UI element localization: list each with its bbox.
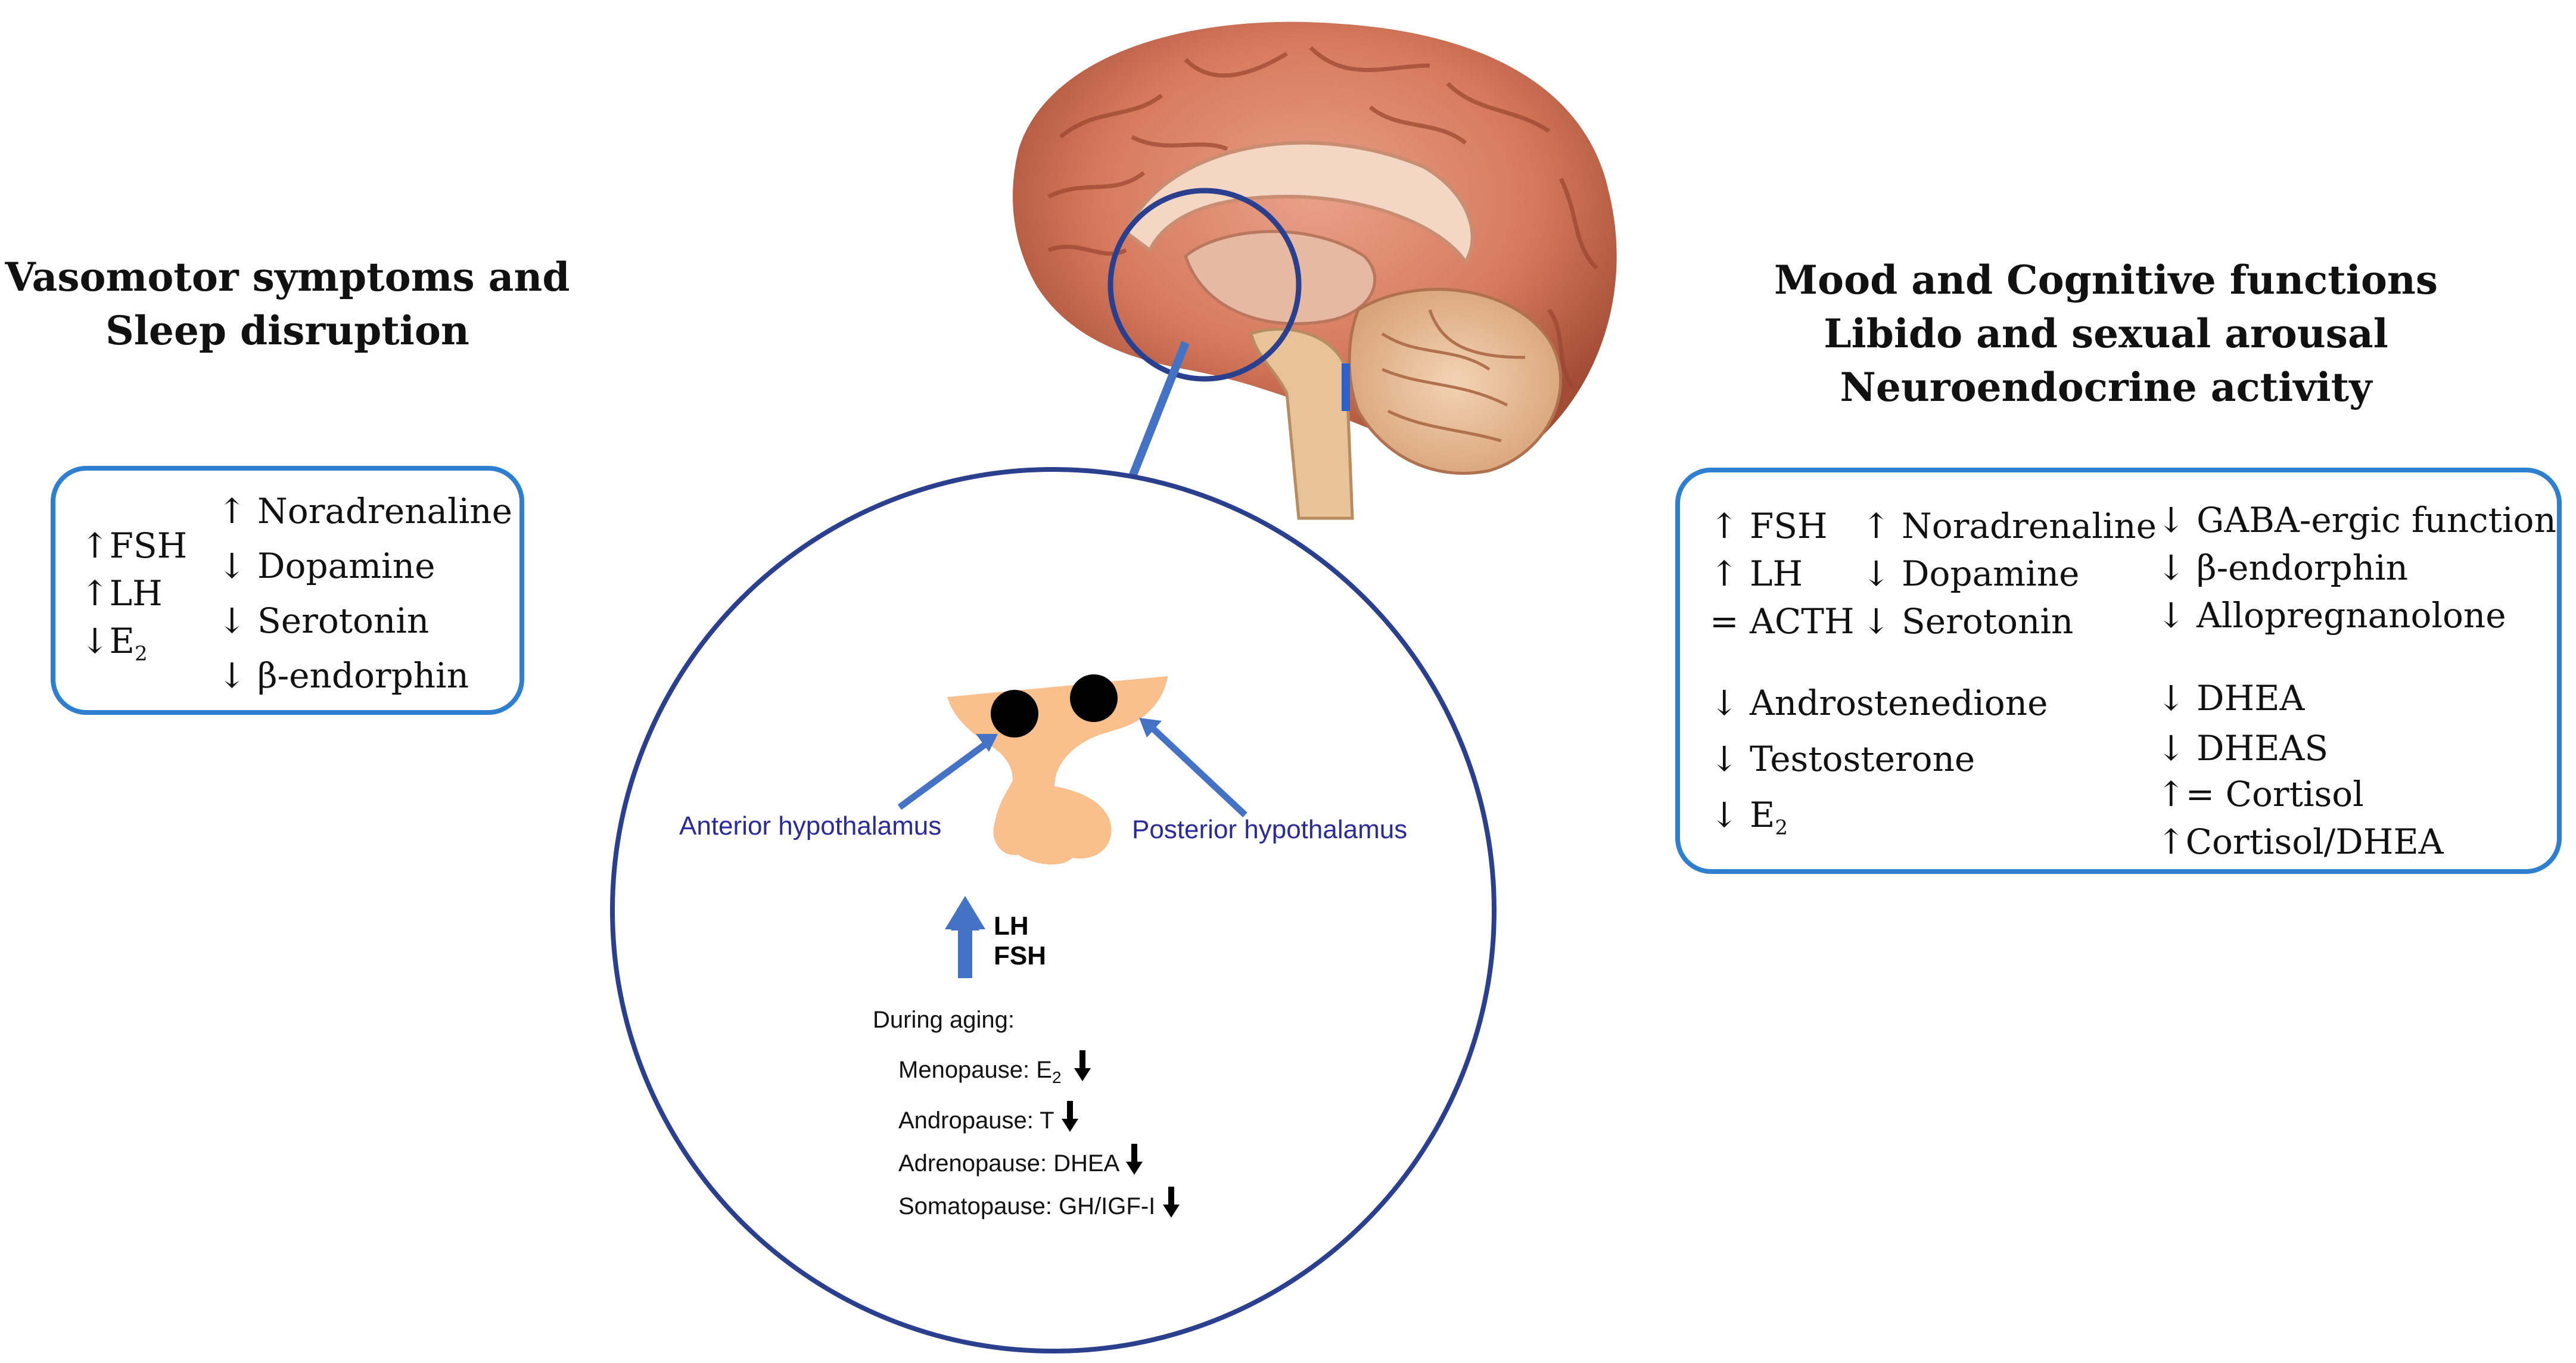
down-arrow-icon xyxy=(1126,1144,1143,1175)
hormone-labels: LH FSH xyxy=(994,911,1046,971)
cerebellum xyxy=(1348,288,1563,475)
right-serotonin: ↓ Serotonin xyxy=(1862,601,2074,642)
left-e2: ↓E2 xyxy=(80,621,148,666)
right-dopamine: ↓ Dopamine xyxy=(1862,553,2080,594)
left-lh: ↑LH xyxy=(80,573,163,614)
fsh-label: FSH xyxy=(994,941,1046,970)
aging-title: During aging: xyxy=(873,1007,1015,1033)
right-noradrenaline: ↑ Noradrenaline xyxy=(1862,506,2157,546)
left-symptom-box xyxy=(51,466,524,715)
left-noradrenaline: ↑ Noradrenaline xyxy=(217,491,512,531)
down-arrow-icon xyxy=(1062,1101,1079,1132)
corpus-callosum xyxy=(1124,141,1474,266)
right-heading-line-3: Neuroendocrine activity xyxy=(1840,364,2372,410)
aging-menopause: Menopause: E2 xyxy=(898,1048,1180,1099)
aging-list: Menopause: E2 Andropause: T Adrenopause:… xyxy=(898,1048,1180,1228)
lh-label: LH xyxy=(994,911,1029,941)
anterior-hypothalamus-label: Anterior hypothalamus xyxy=(679,811,942,841)
brain-illustration xyxy=(1013,21,1617,520)
anterior-pointer-head xyxy=(976,734,998,752)
right-heading-line-1: Mood and Cognitive functions xyxy=(1774,257,2438,303)
anterior-nucleus-dot xyxy=(991,690,1038,737)
left-heading-line-2: Sleep disruption xyxy=(105,307,469,354)
right-heading: Mood and Cognitive functions Libido and … xyxy=(1704,253,2508,414)
posterior-nucleus-dot xyxy=(1070,674,1118,722)
left-fsh: ↑FSH xyxy=(80,525,188,566)
hypothalamus-zoom-circle xyxy=(1107,188,1302,382)
right-symptom-box xyxy=(1675,468,2562,874)
right-androstenedione: ↓ Androstenedione xyxy=(1710,683,2048,723)
left-dopamine: ↓ Dopamine xyxy=(217,546,435,586)
left-heading-line-1: Vasomotor symptoms and xyxy=(5,254,570,300)
thalamus xyxy=(1184,230,1376,325)
right-box-col4: ↓ Androstenedione ↓ Testosterone ↓ E2 xyxy=(1710,675,2048,856)
right-gaba: ↓ GABA-ergic function xyxy=(2157,500,2556,540)
posterior-hypothalamus-label: Posterior hypothalamus xyxy=(1132,815,1408,844)
left-serotonin: ↓ Serotonin xyxy=(217,600,430,641)
right-box-col5: ↓ DHEA ↓ DHEAS ↑= Cortisol ↑Cortisol/DHE… xyxy=(2157,673,2444,869)
brainstem-marker xyxy=(1342,363,1350,411)
down-arrow-icon xyxy=(1163,1187,1180,1218)
right-beta-endorphin: ↓ β-endorphin xyxy=(2157,547,2409,588)
aging-somatopause: Somatopause: GH/IGF-I xyxy=(898,1185,1180,1228)
right-dhea: ↓ DHEA xyxy=(2157,678,2305,718)
down-arrow-icon xyxy=(1074,1050,1091,1081)
anterior-pointer-shaft xyxy=(897,739,991,810)
right-e2: ↓ E2 xyxy=(1710,795,1788,840)
right-fsh: ↑ FSH xyxy=(1710,506,1828,546)
left-box-col1: ↑FSH ↑LH ↓E2 xyxy=(80,522,187,678)
left-heading: Vasomotor symptoms and Sleep disruption xyxy=(0,250,575,357)
right-lh: ↑ LH xyxy=(1710,553,1803,594)
aging-adrenopause: Adrenopause: DHEA xyxy=(898,1142,1180,1185)
right-testosterone: ↓ Testosterone xyxy=(1710,739,1975,779)
hypothalamus-detail-circle xyxy=(610,467,1497,1353)
right-box-col3: ↓ GABA-ergic function ↓ β-endorphin ↓ Al… xyxy=(2157,496,2556,639)
right-cortisol-dhea: ↑Cortisol/DHEA xyxy=(2157,821,2444,862)
cerebellum-folia xyxy=(1381,309,1526,443)
right-allopregnanolone: ↓ Allopregnanolone xyxy=(2157,595,2506,636)
right-box-col2: ↑ Noradrenaline ↓ Dopamine ↓ Serotonin xyxy=(1862,502,2157,645)
right-dheas: ↓ DHEAS xyxy=(2157,728,2329,768)
aging-andropause: Andropause: T xyxy=(898,1099,1180,1142)
left-beta-endorphin: ↓ β-endorphin xyxy=(217,655,469,696)
right-acth: = ACTH xyxy=(1710,601,1855,642)
right-cortisol: ↑= Cortisol xyxy=(2157,774,2364,814)
posterior-pointer-shaft xyxy=(1147,723,1247,818)
posterior-pointer-head xyxy=(1139,718,1162,737)
hormone-up-arrow-body xyxy=(945,896,985,978)
left-box-col2: ↑ Noradrenaline ↓ Dopamine ↓ Serotonin ↓… xyxy=(217,484,512,703)
right-heading-line-2: Libido and sexual arousal xyxy=(1824,310,2388,357)
right-box-col1: ↑ FSH ↑ LH = ACTH xyxy=(1710,502,1855,645)
